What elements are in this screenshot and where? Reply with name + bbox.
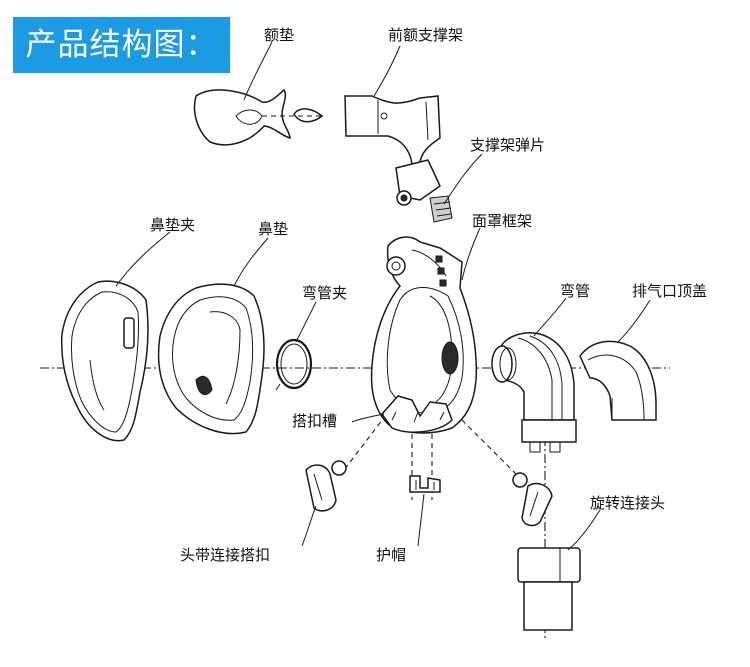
label-forehead-support: 前额支撑架 bbox=[388, 26, 464, 44]
leader-headgear-buckle bbox=[301, 505, 317, 547]
leader-mask-frame bbox=[461, 227, 481, 281]
headgear-buckle bbox=[305, 460, 347, 512]
label-exhaust-cap: 排气口顶盖 bbox=[632, 282, 708, 300]
label-forehead-pad: 额垫 bbox=[264, 26, 295, 44]
buckle-axis-right bbox=[461, 419, 521, 479]
leader-nasal-pad bbox=[233, 237, 269, 287]
leader-elbow-clip bbox=[295, 301, 317, 343]
label-headgear-buckle: 头带连接搭扣 bbox=[180, 546, 271, 564]
leader-swivel bbox=[567, 509, 601, 551]
mask-frame bbox=[370, 236, 478, 434]
label-swivel: 旋转连接头 bbox=[590, 494, 666, 512]
nasal-pad-clip bbox=[60, 280, 149, 442]
page-title: 产品结构图： bbox=[13, 17, 230, 73]
cap bbox=[409, 475, 441, 493]
label-elbow-clip: 弯管夹 bbox=[302, 284, 348, 302]
leader-exhaust-cap bbox=[617, 299, 651, 343]
label-elbow: 弯管 bbox=[560, 282, 591, 300]
nasal-pad bbox=[157, 283, 265, 435]
label-support-spring: 支撑架弹片 bbox=[470, 136, 546, 154]
leader-nasal-pad-clip bbox=[115, 231, 171, 287]
leader-forehead-support bbox=[373, 45, 401, 97]
label-cap: 护帽 bbox=[376, 546, 407, 564]
exhaust-cap bbox=[579, 340, 657, 421]
leader-forehead-pad bbox=[243, 41, 273, 101]
label-nasal-pad: 鼻垫 bbox=[258, 220, 289, 238]
swivel-connector bbox=[517, 547, 581, 631]
leader-support-spring bbox=[443, 153, 483, 205]
label-buckle-slot: 搭扣槽 bbox=[292, 412, 338, 430]
leader-buckle-slot bbox=[351, 413, 385, 423]
label-nasal-pad-clip: 鼻垫夹 bbox=[150, 216, 196, 234]
forehead-pad bbox=[193, 88, 325, 146]
right-buckle bbox=[512, 472, 553, 527]
elbow bbox=[491, 332, 577, 453]
forehead-support bbox=[344, 95, 453, 223]
buckle-axis-left bbox=[343, 414, 387, 471]
leader-cap bbox=[417, 493, 425, 547]
label-mask-frame: 面罩框架 bbox=[472, 212, 533, 230]
elbow-clip bbox=[275, 338, 313, 391]
leader-elbow bbox=[533, 297, 567, 337]
